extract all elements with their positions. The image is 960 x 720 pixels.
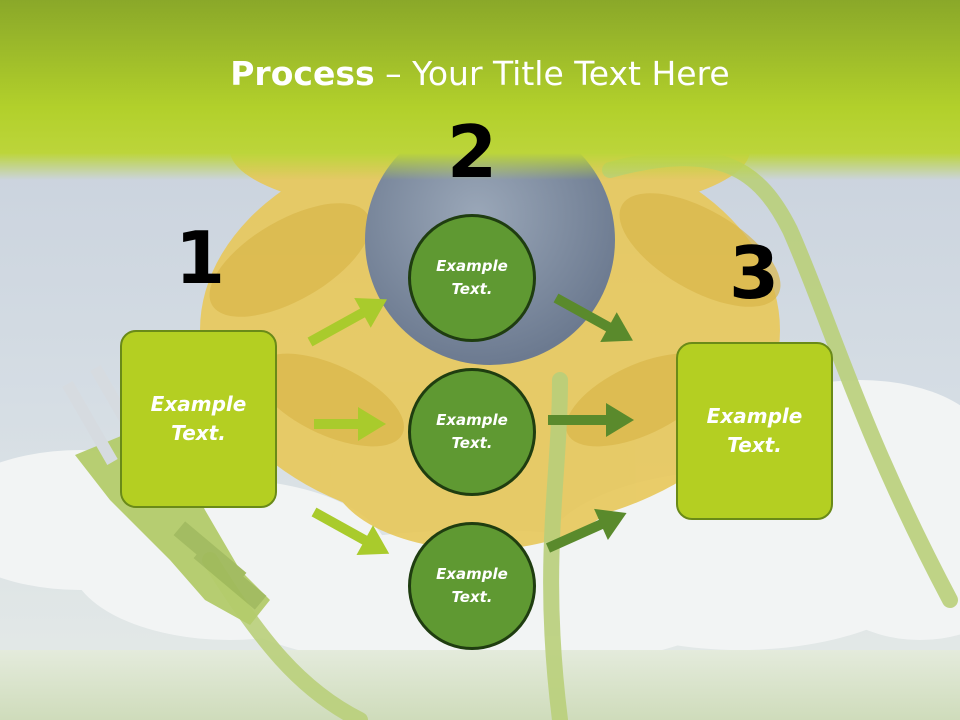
step-3-line2: Text. bbox=[727, 433, 782, 457]
circle-top-line1: Example bbox=[436, 257, 508, 275]
step-number-2: 2 bbox=[446, 110, 498, 194]
arrow-icon-bottom-to-3 bbox=[545, 508, 627, 553]
step-3-box[interactable]: Example Text. bbox=[676, 342, 833, 520]
circle-bottom-line2: Text. bbox=[451, 588, 493, 606]
step-number-1: 1 bbox=[174, 216, 226, 300]
step-1-line2: Text. bbox=[171, 421, 226, 445]
arrow-icon-1-to-bottom bbox=[311, 507, 390, 555]
arrow-icon-middle-to-3 bbox=[548, 403, 634, 437]
step-1-line1: Example bbox=[150, 392, 247, 416]
circle-bottom-line1: Example bbox=[436, 565, 508, 583]
title-bold: Process bbox=[230, 54, 375, 93]
circle-middle-line2: Text. bbox=[451, 434, 493, 452]
arrow-icon-1-to-middle bbox=[314, 407, 386, 441]
slide-title: Process – Your Title Text Here bbox=[0, 52, 960, 96]
circle-top-line2: Text. bbox=[451, 280, 493, 298]
title-rest: – Your Title Text Here bbox=[374, 54, 730, 93]
step-3-line1: Example bbox=[706, 404, 803, 428]
arrow-icon-1-to-top bbox=[307, 298, 387, 347]
arrow-icon-top-to-3 bbox=[553, 293, 633, 342]
step-2-circle-middle[interactable]: Example Text. bbox=[408, 368, 536, 496]
circle-middle-line1: Example bbox=[436, 411, 508, 429]
step-number-3: 3 bbox=[728, 231, 780, 315]
step-2-circle-top[interactable]: Example Text. bbox=[408, 214, 536, 342]
step-1-box[interactable]: Example Text. bbox=[120, 330, 277, 508]
step-2-circle-bottom[interactable]: Example Text. bbox=[408, 522, 536, 650]
